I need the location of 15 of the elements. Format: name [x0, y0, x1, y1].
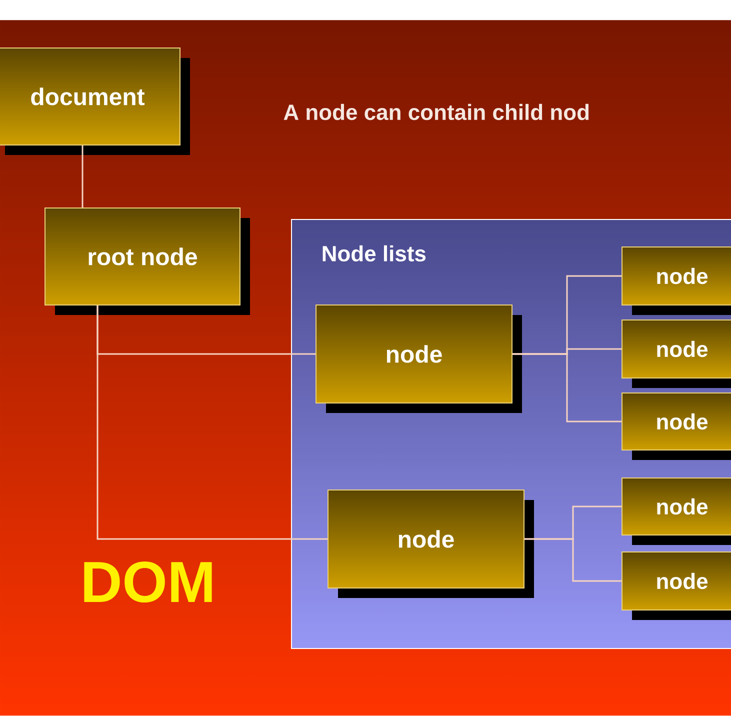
connector-line [96, 306, 328, 540]
connector-line [82, 146, 84, 208]
document-box: document [0, 48, 190, 155]
node-box: node [622, 392, 731, 460]
heading-text: A node can contain child nod [284, 104, 589, 120]
connector-line [512, 353, 622, 422]
node-box: node [622, 552, 731, 620]
node-box: node [622, 478, 731, 545]
title-text: DOM [84, 561, 212, 603]
node-box: node [622, 246, 731, 315]
connector-line [524, 538, 622, 582]
root-node-box: root node [44, 208, 250, 315]
node-box: node [316, 304, 522, 413]
node-box: node [622, 320, 731, 388]
node-box: node [328, 490, 534, 598]
